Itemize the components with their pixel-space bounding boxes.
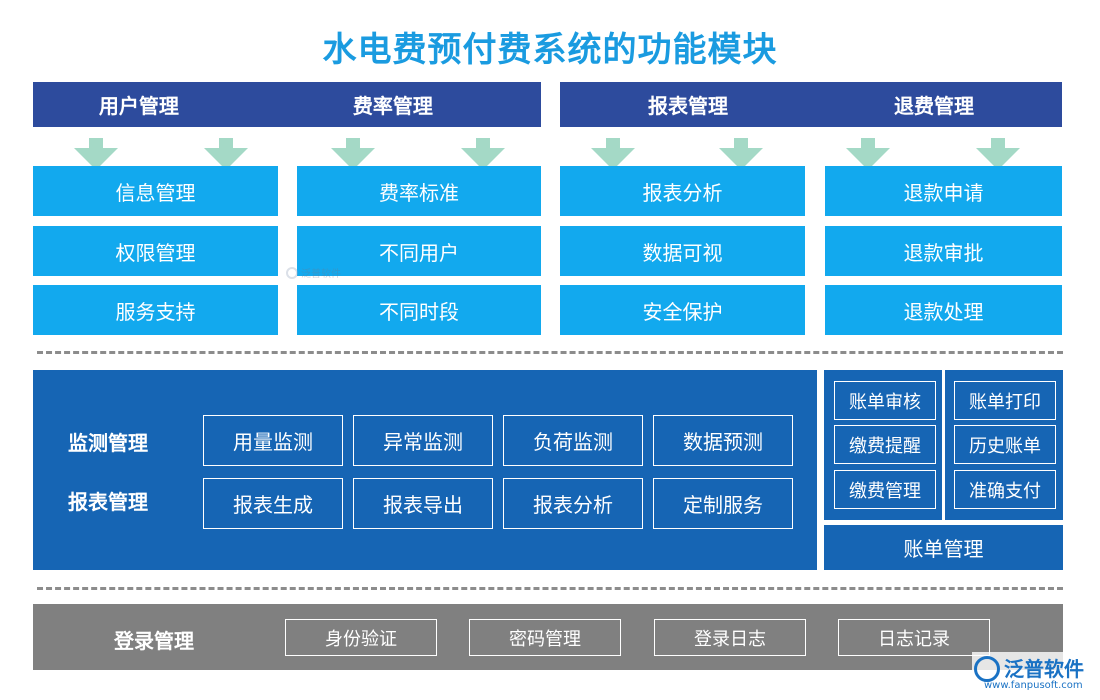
divider [37, 351, 1063, 354]
billing-panel-right [945, 370, 1063, 520]
login-label: 登录管理 [114, 629, 194, 653]
login-panel [33, 604, 1063, 670]
center-watermark: 泛普软件 [286, 265, 341, 280]
down-arrow-icon [74, 138, 118, 170]
login-item: 登录日志 [654, 619, 806, 656]
module-item: 信息管理 [33, 166, 278, 216]
monitor-panel [33, 370, 817, 570]
module-item: 报表导出 [353, 478, 493, 529]
module-item: 权限管理 [33, 226, 278, 276]
row-label-monitor: 监测管理 [68, 431, 148, 455]
module-item: 服务支持 [33, 285, 278, 335]
logo-icon [286, 266, 298, 279]
down-arrow-icon [461, 138, 505, 170]
module-item: 退款审批 [825, 226, 1062, 276]
brand-watermark: 泛普软件 www.fanpusoft.com [972, 652, 1096, 696]
billing-item: 账单审核 [834, 381, 936, 420]
group-header-report: 报表管理 [648, 94, 728, 118]
group-header-refund: 退费管理 [894, 94, 974, 118]
down-arrow-icon [204, 138, 248, 170]
login-item: 密码管理 [469, 619, 621, 656]
module-item: 异常监测 [353, 415, 493, 466]
divider [37, 587, 1063, 590]
center-watermark-text: 泛普软件 [301, 269, 341, 280]
module-item: 负荷监测 [503, 415, 643, 466]
module-item: 报表分析 [503, 478, 643, 529]
billing-item: 历史账单 [954, 425, 1056, 464]
down-arrow-icon [719, 138, 763, 170]
login-item: 身份验证 [285, 619, 437, 656]
down-arrow-icon [591, 138, 635, 170]
group-header-user: 用户管理 [98, 94, 179, 118]
down-arrow-icon [331, 138, 375, 170]
billing-item: 准确支付 [954, 470, 1056, 509]
row-label-report: 报表管理 [68, 490, 148, 514]
billing-item: 缴费管理 [834, 470, 936, 509]
header-bar-left: 用户管理 费率管理 [33, 82, 541, 127]
module-item: 定制服务 [653, 478, 793, 529]
module-item: 退款申请 [825, 166, 1062, 216]
group-header-rate: 费率管理 [352, 94, 433, 118]
header-bar-right: 报表管理 退费管理 [560, 82, 1062, 127]
module-item: 报表生成 [203, 478, 343, 529]
module-item: 不同时段 [297, 285, 541, 335]
module-item: 数据可视 [560, 226, 805, 276]
brand-name: 泛普软件 [1004, 657, 1084, 681]
page-title: 水电费预付费系统的功能模块 [322, 30, 778, 70]
module-item: 退款处理 [825, 285, 1062, 335]
billing-panel-left [824, 370, 942, 520]
billing-title: 账单管理 [824, 525, 1063, 570]
down-arrow-icon [976, 138, 1020, 170]
brand-url: www.fanpusoft.com [984, 680, 1083, 691]
module-item: 费率标准 [297, 166, 541, 216]
module-item: 不同用户 [297, 226, 541, 276]
module-item: 数据预测 [653, 415, 793, 466]
billing-item: 缴费提醒 [834, 425, 936, 464]
down-arrow-icon [846, 138, 890, 170]
module-item: 报表分析 [560, 166, 805, 216]
module-item: 安全保护 [560, 285, 805, 335]
module-item: 用量监测 [203, 415, 343, 466]
logo-icon [974, 656, 1000, 682]
billing-item: 账单打印 [954, 381, 1056, 420]
login-item: 日志记录 [838, 619, 990, 656]
